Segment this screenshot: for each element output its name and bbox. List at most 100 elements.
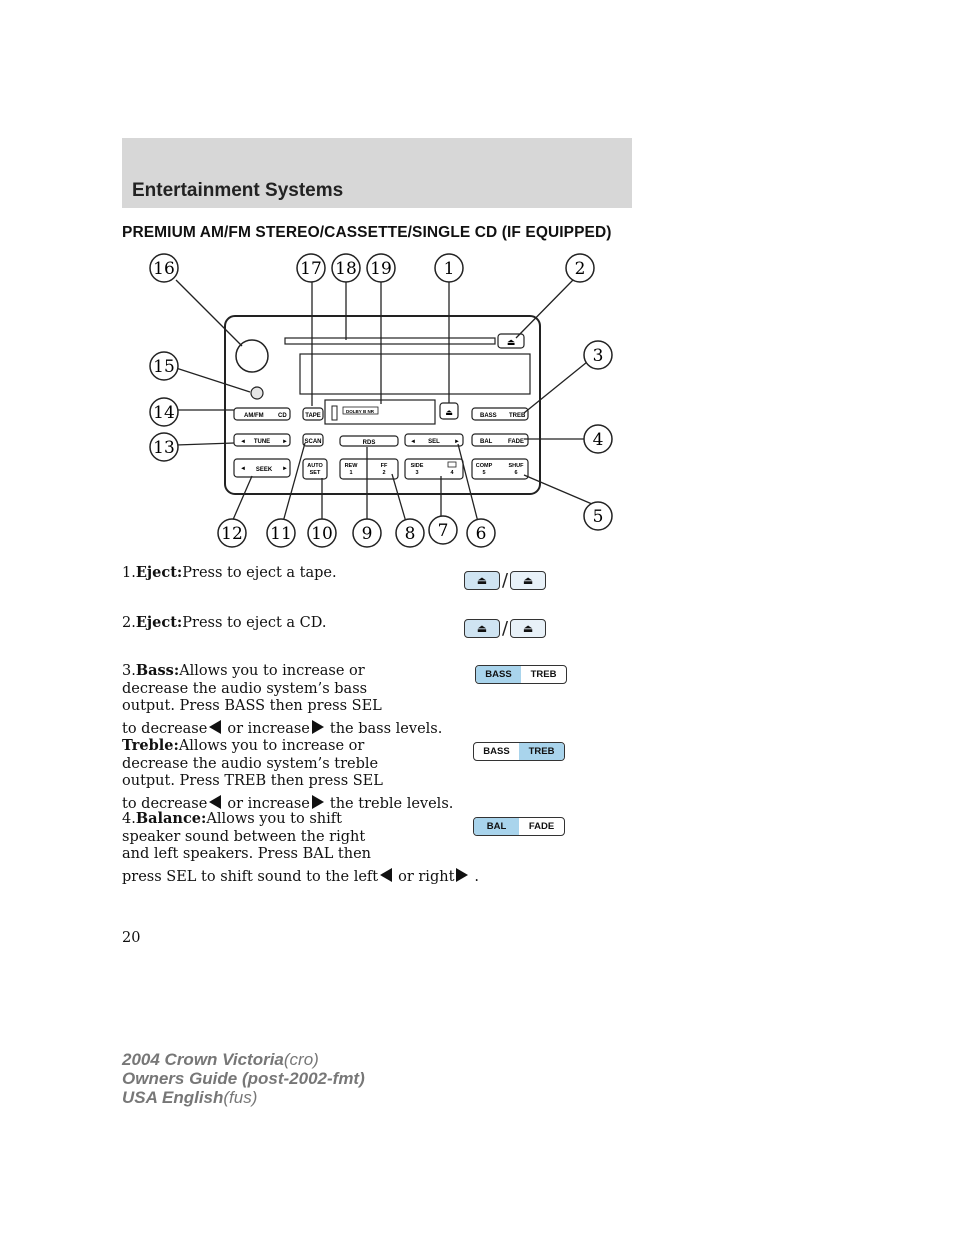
callout-14: 14 <box>153 403 175 423</box>
cd-eject-icon: ⏏ <box>507 337 516 347</box>
callout-circle-17 <box>296 253 326 283</box>
callout-circle-2 <box>565 253 595 283</box>
preset-5-label: 5 <box>482 470 485 476</box>
cd-slot <box>284 337 496 345</box>
callout-5: 5 <box>593 507 604 527</box>
sel-label: SEL <box>428 439 440 445</box>
callout-1: 1 <box>444 259 455 279</box>
tape-slot-marker <box>331 405 338 421</box>
leader-15 <box>175 367 251 393</box>
item-2-number: 2. <box>122 615 136 631</box>
callout-labels: 16 17 18 19 1 2 15 3 14 13 4 5 12 <box>149 253 613 548</box>
leader-16 <box>175 279 243 347</box>
item-1-term: Eject: <box>135 564 183 581</box>
callout-9: 9 <box>362 524 373 544</box>
page-number: 20 <box>122 930 141 946</box>
treb-segment: TREB <box>519 743 564 760</box>
item-2-text: Press to eject a CD. <box>182 615 327 631</box>
callout-circle-18 <box>331 253 361 283</box>
item-3-line3: output. Press BASS then press SEL <box>122 698 382 714</box>
display-window <box>299 353 531 395</box>
eject-icon: ⏏ <box>464 571 500 590</box>
callout-8: 8 <box>405 524 416 544</box>
callout-circle-4 <box>583 424 613 454</box>
treble-levels-text: the treble levels. <box>329 795 454 812</box>
item-4-line2: speaker sound between the right <box>122 828 366 845</box>
callout-13: 13 <box>153 438 175 458</box>
item-3-increase-text: or increase <box>227 720 310 737</box>
callout-18: 18 <box>335 259 357 279</box>
item-4-left-text: press SEL to shift sound to the left <box>122 868 379 885</box>
callout-12: 12 <box>221 524 243 544</box>
rew-label: REW <box>345 463 359 469</box>
callout-19: 19 <box>370 259 392 279</box>
eject-icon: ⏏ <box>510 571 547 590</box>
callout-circle-19 <box>366 253 396 283</box>
item-3-line2: decrease the audio system’s bass <box>122 680 368 697</box>
amfm-label: AM/FM <box>244 413 264 419</box>
callout-leaders <box>175 279 593 523</box>
right-arrow-icon <box>311 719 324 734</box>
callout-16: 16 <box>153 259 175 279</box>
callout-circle-3 <box>583 340 613 370</box>
item-3-term: Bass: <box>135 662 180 679</box>
callout-11: 11 <box>270 524 292 544</box>
callout-circle-8 <box>395 518 425 548</box>
callout-10: 10 <box>311 524 333 544</box>
amfm-cd-button <box>233 407 291 421</box>
bass-segment: BASS <box>476 666 521 683</box>
sel-right-arrow-icon: ► <box>454 439 460 445</box>
callout-circle-16 <box>149 253 179 283</box>
bass-label: BASS <box>480 413 497 419</box>
section-title: PREMIUM AM/FM STEREO/CASSETTE/SINGLE CD … <box>122 224 612 241</box>
callout-15: 15 <box>153 357 175 377</box>
callout-7: 7 <box>438 521 449 541</box>
treble-increase-text: or increase <box>227 795 310 812</box>
preset-3-label: 3 <box>415 470 418 476</box>
callout-2: 2 <box>575 259 586 279</box>
left-arrow-icon <box>380 867 393 882</box>
document-footer: 2004 Crown Victoria(cro) Owners Guide (p… <box>122 1050 365 1107</box>
leader-2 <box>515 279 574 339</box>
item-4-period: . <box>474 868 480 885</box>
leader-8 <box>391 473 407 523</box>
item-4-line3: and left speakers. Press BAL then <box>122 846 372 862</box>
tune-label: TUNE <box>254 439 270 445</box>
dolby-label: DOLBY B NR <box>346 409 375 414</box>
sel-left-arrow-icon: ◄ <box>410 439 416 445</box>
right-arrow-icon <box>456 867 469 882</box>
right-arrow-icon <box>311 794 324 809</box>
callout-circle-15 <box>149 351 179 381</box>
callout-circle-12 <box>217 518 247 548</box>
item-3-decrease-text: to decrease <box>122 720 208 737</box>
eject-tape-illustration: ⏏ / ⏏ <box>464 570 547 591</box>
item-3-bass: 3.Bass:Allows you to increase or decreas… <box>122 662 442 738</box>
header-bar: Entertainment Systems <box>122 138 632 208</box>
seek-left-arrow-icon: ◄ <box>240 466 246 472</box>
treble-decrease-text: to decrease <box>122 795 208 812</box>
side-label: SIDE <box>411 463 424 469</box>
preset-4-label: 4 <box>450 470 454 476</box>
treble-term: Treble: <box>122 737 179 754</box>
item-4-term: Balance: <box>135 810 207 827</box>
item-1-eject-tape: 1.Eject:Press to eject a tape. <box>122 564 337 583</box>
treble-line3: output. Press TREB then press SEL <box>122 773 383 789</box>
preset-1-2-button <box>339 458 399 480</box>
comp-label: COMP <box>476 463 493 469</box>
leader-3 <box>523 357 593 414</box>
leader-13 <box>175 442 235 446</box>
dolby-icon <box>447 461 457 468</box>
slash-separator: / <box>502 618 509 639</box>
callout-circle-14 <box>149 397 179 427</box>
seek-button <box>233 458 291 478</box>
tune-left-arrow-icon: ◄ <box>240 439 246 445</box>
footer-guide: Owners Guide (post-2002-fmt) <box>122 1069 365 1088</box>
tape-button <box>302 407 324 421</box>
auto-label: AUTO <box>307 463 323 469</box>
tune-button <box>233 433 291 447</box>
item-3-line1: Allows you to increase or <box>179 663 365 679</box>
callout-6: 6 <box>476 524 487 544</box>
treb-label: TREB <box>509 413 526 419</box>
shuf-label: SHUF <box>509 463 525 469</box>
